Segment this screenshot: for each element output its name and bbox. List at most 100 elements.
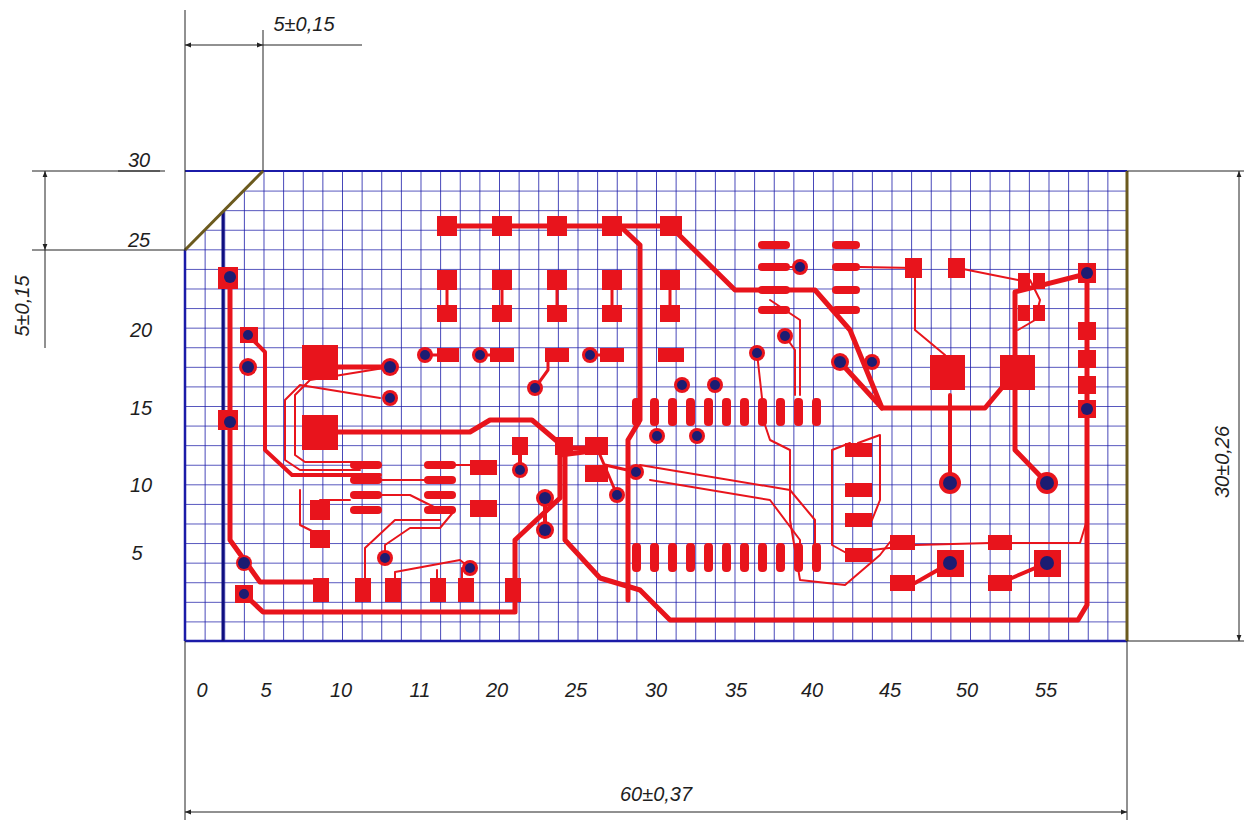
copper-pads-part — [1018, 305, 1030, 321]
via-holes-part — [515, 465, 525, 475]
ic-pins-part — [740, 398, 749, 426]
axis-number: 20 — [128, 319, 154, 341]
ic-pins-part — [758, 306, 790, 314]
axis-number: 25 — [563, 679, 589, 701]
axis-number: 10 — [128, 474, 154, 496]
ic-pins-part — [832, 286, 860, 294]
copper-pads-part — [505, 578, 521, 602]
copper-pads-part — [547, 305, 567, 322]
ic-pins-part — [704, 543, 713, 572]
axis-number: 25 — [126, 229, 152, 251]
via-holes-part — [692, 431, 702, 441]
via-holes-part — [242, 361, 254, 373]
copper-pads-part — [658, 348, 684, 362]
copper-pads-part — [845, 483, 872, 497]
copper-pads-part — [1078, 376, 1096, 394]
copper-pads-part — [600, 348, 624, 362]
copper-pads-part — [430, 578, 446, 602]
via-holes-part — [585, 350, 595, 360]
dimension-lines-part — [263, 30, 264, 171]
via-rings-part — [689, 428, 705, 444]
copper-pads-part — [585, 437, 608, 455]
dimension-lines-part — [185, 641, 186, 820]
copper-pads-part — [437, 305, 457, 322]
dimension-lines-part — [1127, 641, 1128, 820]
axis-number: 30 — [643, 679, 669, 701]
copper-traces-part — [915, 395, 1047, 583]
ic-pins-part — [632, 543, 641, 572]
copper-pads-part — [437, 216, 457, 236]
copper-pads-part — [602, 270, 622, 290]
copper-pads-part — [512, 437, 528, 455]
ic-pins-part — [424, 476, 456, 484]
via-rings-part — [239, 358, 257, 376]
copper-pads-part — [660, 270, 680, 290]
ic-pins-part — [350, 491, 382, 499]
copper-pads-part — [302, 345, 338, 380]
ic-pins-part — [424, 491, 456, 499]
via-holes-part — [530, 383, 540, 393]
ic-pins-part — [758, 543, 767, 572]
ic-pins-part — [758, 398, 767, 426]
via-rings-part — [236, 555, 252, 571]
copper-pads-part — [218, 410, 238, 430]
dimension-lines-part — [263, 45, 362, 46]
dimension-lines-part — [1127, 641, 1244, 642]
copper-pads-part — [547, 216, 567, 236]
copper-pads-part — [492, 305, 512, 322]
via-rings-part — [222, 414, 238, 430]
via-holes-part — [677, 380, 687, 390]
copper-pads-part — [1033, 273, 1045, 289]
board-grid-part — [185, 171, 1127, 641]
copper-pads-part — [602, 305, 622, 322]
via-holes-part — [1081, 403, 1093, 415]
dimension-lines-part — [185, 45, 263, 46]
copper-pads-part — [490, 348, 514, 362]
via-rings-part — [831, 353, 849, 371]
copper-pads-part — [492, 270, 512, 290]
copper-pads-part — [930, 355, 965, 390]
dimension-text: 5±0,15 — [271, 13, 336, 35]
dimension-lines-part — [45, 171, 46, 250]
via-rings-part — [749, 345, 765, 361]
dimension-lines-part — [1239, 171, 1240, 641]
copper-pads-part — [602, 216, 622, 236]
copper-pads-part — [313, 578, 329, 602]
via-holes-part — [780, 331, 790, 341]
copper-pads-part — [555, 437, 573, 455]
copper-traces-part — [365, 520, 470, 580]
via-holes-part — [475, 350, 485, 360]
via-holes-part — [631, 467, 641, 477]
via-holes-part — [224, 416, 236, 428]
copper-traces-part — [565, 275, 1087, 620]
via-holes-part — [612, 490, 622, 500]
via-rings-part — [527, 380, 543, 396]
copper-pads-part — [492, 216, 512, 236]
ic-pins-part — [776, 543, 785, 572]
copper-pads-part — [890, 535, 915, 550]
copper-pads-part — [437, 270, 457, 290]
copper-pads-part — [845, 513, 872, 527]
axis-number: 10 — [328, 679, 354, 701]
via-rings-part — [628, 464, 644, 480]
via-holes-part — [710, 380, 720, 390]
via-holes-part — [1040, 476, 1054, 490]
dimension-lines-part — [45, 250, 46, 348]
ic-pins-part — [832, 263, 860, 271]
ic-pins-part — [424, 461, 456, 469]
via-rings-part — [382, 390, 398, 406]
dimension-lines-part — [1127, 171, 1244, 172]
axis-number: 55 — [1033, 679, 1059, 701]
via-holes-part — [943, 556, 957, 570]
via-holes-part — [867, 357, 877, 367]
ic-pins-part — [722, 398, 731, 426]
copper-traces-part — [620, 226, 640, 600]
copper-pads-part — [890, 575, 915, 591]
axis-number: 30 — [126, 149, 152, 171]
via-rings-part — [241, 328, 255, 342]
axis-number: 11 — [408, 679, 433, 701]
copper-pads-part — [1033, 305, 1045, 321]
ic-pins-part — [832, 241, 860, 249]
